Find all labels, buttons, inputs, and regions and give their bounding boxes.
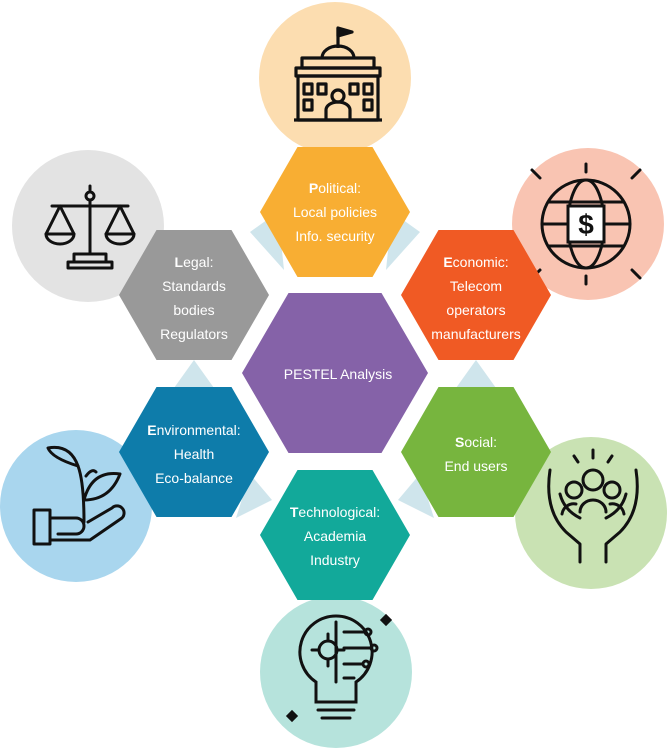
environmental-circle xyxy=(0,430,152,582)
political-initial: P xyxy=(308,180,319,196)
hand-plant-icon xyxy=(32,445,126,546)
political-line-1: Local policies xyxy=(292,204,378,220)
scales-icon xyxy=(44,184,136,270)
lightbulb-gear-icon xyxy=(285,613,393,723)
technological-line-2: Industry xyxy=(310,552,360,568)
technological-circle xyxy=(260,596,412,748)
svg-text:$: $ xyxy=(578,209,594,240)
political-label: Political: Local policies Info. security xyxy=(262,176,408,248)
connector-5 xyxy=(174,360,214,388)
technological-initial: T xyxy=(289,504,299,520)
environmental-title: nvironmental: xyxy=(156,422,241,438)
legal-line-1: Standards xyxy=(162,278,226,294)
center-hexagon xyxy=(242,293,428,453)
economic-line-3: manufacturers xyxy=(431,326,521,342)
connector-2 xyxy=(456,360,496,388)
economic-line-1: Telecom xyxy=(449,278,503,294)
legal-hexagon xyxy=(119,230,269,360)
economic-hexagon xyxy=(401,230,551,360)
legal-circle xyxy=(12,150,164,302)
connector-3 xyxy=(398,474,434,518)
social-initial: S xyxy=(454,434,465,450)
center-label: PESTEL Analysis xyxy=(248,362,428,386)
environmental-line-1: Health xyxy=(173,446,215,462)
social-label: Social: End users xyxy=(402,430,550,478)
hands-people-icon xyxy=(547,448,639,564)
social-title: ocial: xyxy=(464,434,498,450)
globe-dollar-icon: $ xyxy=(530,162,642,286)
environmental-hexagon xyxy=(119,387,269,517)
economic-initial: E xyxy=(443,254,453,270)
legal-label: Legal: Standards bodies Regulators xyxy=(120,250,268,346)
economic-circle: $ xyxy=(512,148,664,300)
political-line-2: Info. security xyxy=(295,228,375,244)
government-building-icon xyxy=(294,26,382,122)
political-title: olitical: xyxy=(318,180,362,196)
technological-hexagon xyxy=(260,470,410,600)
economic-label: Economic: Telecom operators manufacturer… xyxy=(402,250,550,346)
legal-initial: L xyxy=(174,254,184,270)
technological-line-1: Academia xyxy=(303,528,367,544)
economic-title: conomic: xyxy=(452,254,509,270)
technological-label: Technological: Academia Industry xyxy=(262,500,408,572)
center-title: PESTEL Analysis xyxy=(283,366,393,382)
political-circle xyxy=(259,2,411,154)
environmental-line-2: Eco-balance xyxy=(155,470,233,486)
economic-line-2: operators xyxy=(446,302,506,318)
legal-title: egal: xyxy=(183,254,214,270)
hexagons xyxy=(119,147,551,600)
environmental-label: Environmental: Health Eco-balance xyxy=(120,418,268,490)
political-hexagon xyxy=(260,147,410,277)
technological-title: echnological: xyxy=(298,504,381,520)
social-line-1: End users xyxy=(444,458,508,474)
environmental-initial: E xyxy=(147,422,157,438)
legal-line-2: bodies xyxy=(173,302,215,318)
social-circle xyxy=(515,437,667,589)
connector-4 xyxy=(236,474,272,518)
legal-line-3: Regulators xyxy=(160,326,228,342)
social-hexagon xyxy=(401,387,551,517)
